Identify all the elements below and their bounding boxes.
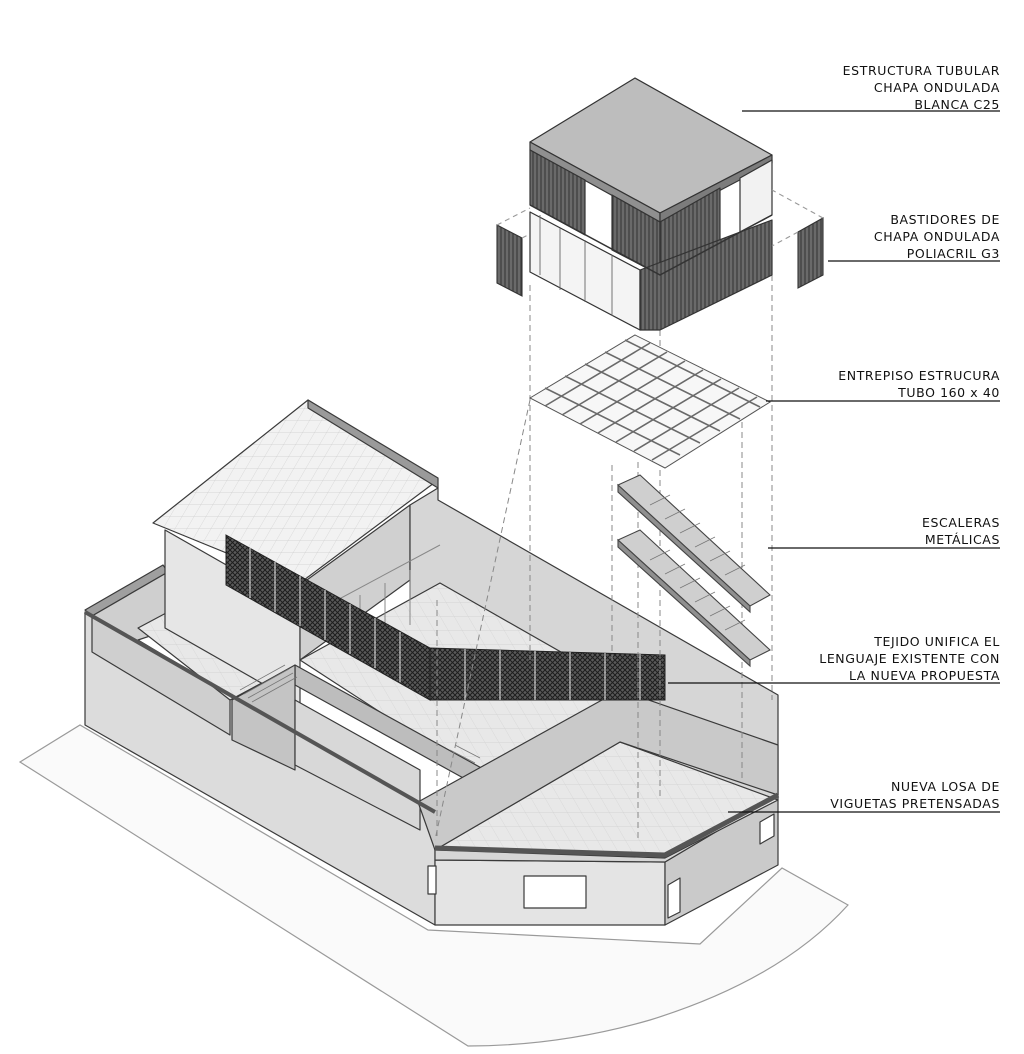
label-line: TUBO 160 x 40 <box>898 385 1000 400</box>
label-entrepiso: ENTREPISO ESTRUCURA TUBO 160 x 40 <box>838 367 1000 401</box>
label-bastidores: BASTIDORES DE CHAPA ONDULADA POLIACRIL G… <box>874 211 1000 262</box>
upper-module <box>529 77 773 331</box>
label-escaleras: ESCALERAS METÁLICAS <box>922 514 1000 548</box>
label-line: BASTIDORES DE <box>890 212 1000 227</box>
label-line: LENGUAJE EXISTENTE CON <box>819 651 1000 666</box>
label-line: ESCALERAS <box>921 515 1000 530</box>
label-line: NUEVA LOSA DE <box>890 779 1000 794</box>
label-line: BLANCA C25 <box>914 97 1000 112</box>
label-line: TEJIDO UNIFICA EL <box>874 634 1000 649</box>
side-panels <box>496 189 824 297</box>
label-line: VIGUETAS PRETENSADAS <box>830 796 1000 811</box>
label-line: ENTREPISO ESTRUCURA <box>838 368 1000 383</box>
label-line: METÁLICAS <box>924 532 1000 547</box>
label-line: LA NUEVA PROPUESTA <box>848 668 1000 683</box>
label-line: CHAPA ONDULADA <box>873 229 1000 244</box>
label-line: ESTRUCTURA TUBULAR <box>842 63 1000 78</box>
site-ground <box>18 724 849 1047</box>
label-tejido: TEJIDO UNIFICA EL LENGUAJE EXISTENTE CON… <box>819 633 1000 684</box>
label-line: POLIACRIL G3 <box>906 246 1000 261</box>
label-losa: NUEVA LOSA DE VIGUETAS PRETENSADAS <box>830 778 1000 812</box>
floor-structure <box>528 334 772 469</box>
mesh-band <box>225 534 666 701</box>
metal-stairs <box>617 474 771 668</box>
label-line: CHAPA ONDULADA <box>873 80 1000 95</box>
label-estructura: ESTRUCTURA TUBULAR CHAPA ONDULADA BLANCA… <box>843 62 1000 113</box>
leader-lines <box>668 110 1000 813</box>
